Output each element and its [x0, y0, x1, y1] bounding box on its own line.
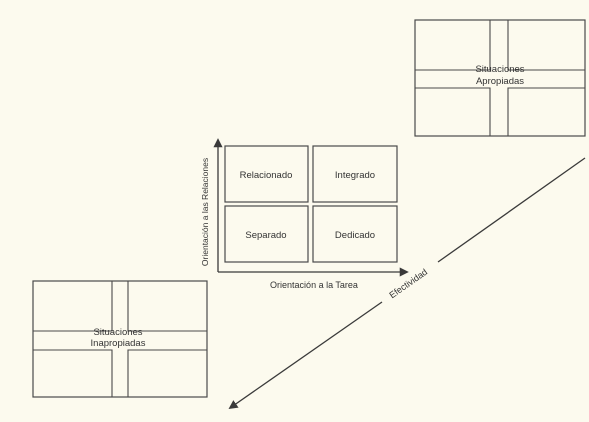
y-axis-label: Orientación a las Relaciones — [200, 158, 210, 266]
label-integrado: Integrado — [335, 170, 375, 181]
inappropriate-line1: Situaciones — [93, 327, 142, 338]
inappropriate-situations-box: Situaciones Inapropiadas — [32, 280, 208, 398]
label-separado: Separado — [245, 230, 286, 241]
appropriate-situations-box: Situaciones Apropiadas — [414, 19, 586, 137]
effectiveness-arrow-upper — [437, 157, 586, 263]
style-grid: Relacionado Integrado Separado Dedicado — [224, 145, 398, 263]
inappropriate-line2: Inapropiadas — [91, 338, 146, 349]
cell-dedicado — [312, 205, 398, 263]
appropriate-line2: Apropiadas — [476, 76, 524, 87]
cell-integrado — [312, 145, 398, 203]
cell-separado — [224, 205, 309, 263]
effectiveness-arrow-lower — [228, 301, 383, 410]
label-relacionado: Relacionado — [240, 170, 293, 181]
label-dedicado: Dedicado — [335, 230, 375, 241]
appropriate-line1: Situaciones — [475, 64, 524, 75]
x-axis-label: Orientación a la Tarea — [270, 280, 358, 290]
cell-relacionado — [224, 145, 309, 203]
